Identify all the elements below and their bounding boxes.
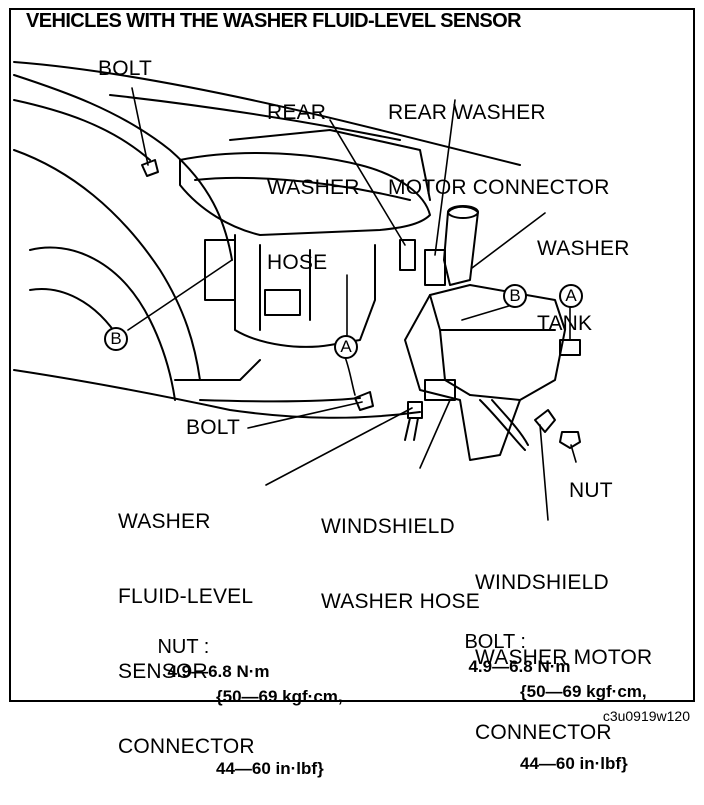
nut-spec-heading: NUT : xyxy=(157,636,210,658)
washer-assembly-illustration xyxy=(13,61,581,521)
label-washer-tank: WASHER TANK xyxy=(537,186,630,361)
rear-washer-motor xyxy=(424,249,446,286)
label-windshield-washer-hose: WINDSHIELD WASHER HOSE xyxy=(321,464,480,639)
label-bolt-bottom: BOLT xyxy=(186,416,241,439)
label-line: SENSOR xyxy=(118,660,208,683)
nut-torque-spec-cont: {50—69 kgf·cm, 44—60 in·lbf} xyxy=(216,637,343,805)
label-nut: NUT xyxy=(569,479,613,502)
filler-neck xyxy=(443,205,479,286)
figure-frame xyxy=(9,8,695,702)
fender-line-inner xyxy=(13,99,151,161)
label-bolt-top: BOLT xyxy=(98,57,153,80)
label-line: WINDSHIELD xyxy=(475,571,609,594)
callout-a-right: A xyxy=(559,284,583,308)
cowl-line xyxy=(13,61,521,166)
callout-b-left: B xyxy=(104,327,128,351)
callout-a-left: A xyxy=(334,335,358,359)
label-line: WASHER xyxy=(267,176,360,199)
callout-b-right: B xyxy=(503,284,527,308)
label-line: TANK xyxy=(537,312,593,335)
label-line: REAR WASHER xyxy=(388,101,546,124)
bolt-spec-line: {50—69 kgf·cm, xyxy=(520,682,647,701)
label-line: HOSE xyxy=(267,251,328,274)
fender-line xyxy=(13,74,233,261)
washer-tank xyxy=(404,284,566,461)
label-rear-washer-hose: REAR WASHER HOSE xyxy=(267,50,360,300)
windshield-washer-motor xyxy=(424,379,456,401)
label-line: WASHER HOSE xyxy=(321,590,480,613)
wheel-arch-inner xyxy=(29,246,176,401)
bolt-spec-line: 44—60 in·lbf} xyxy=(520,754,628,773)
figure-code: c3u0919w120 xyxy=(602,708,690,724)
bolt-torque-spec: BOLT : 4.9—6.8 N·m xyxy=(455,606,571,679)
nut-shape xyxy=(559,431,581,449)
label-line: WASHER MOTOR xyxy=(475,646,653,669)
bolt-spec-line: 4.9—6.8 N·m xyxy=(468,657,571,676)
label-line: WASHER xyxy=(118,510,211,533)
label-line: REAR xyxy=(267,101,327,124)
label-line: FLUID-LEVEL xyxy=(118,585,254,608)
lower-panel xyxy=(13,369,421,419)
sensor-connector-shape xyxy=(407,401,423,419)
wheel-arch-outer xyxy=(13,149,201,381)
nut-spec-line: 4.9—6.8 N·m xyxy=(167,662,270,681)
label-line: MOTOR CONNECTOR xyxy=(388,176,610,199)
label-line: WINDSHIELD xyxy=(321,515,455,538)
bolt-top-shape xyxy=(141,159,159,177)
figure-title: VEHICLES WITH THE WASHER FLUID-LEVEL SEN… xyxy=(26,10,522,32)
label-line: WASHER xyxy=(537,237,630,260)
nut-torque-spec: NUT : 4.9—6.8 N·m xyxy=(148,611,270,684)
label-rear-washer-motor-connector: REAR WASHER MOTOR CONNECTOR xyxy=(388,50,610,225)
nut-spec-line: {50—69 kgf·cm, xyxy=(216,687,343,706)
bolt-spec-heading: BOLT : xyxy=(464,631,526,653)
bolt-bottom-shape xyxy=(354,391,374,411)
nut-spec-line: 44—60 in·lbf} xyxy=(216,759,324,778)
headlight-housing xyxy=(179,152,431,236)
